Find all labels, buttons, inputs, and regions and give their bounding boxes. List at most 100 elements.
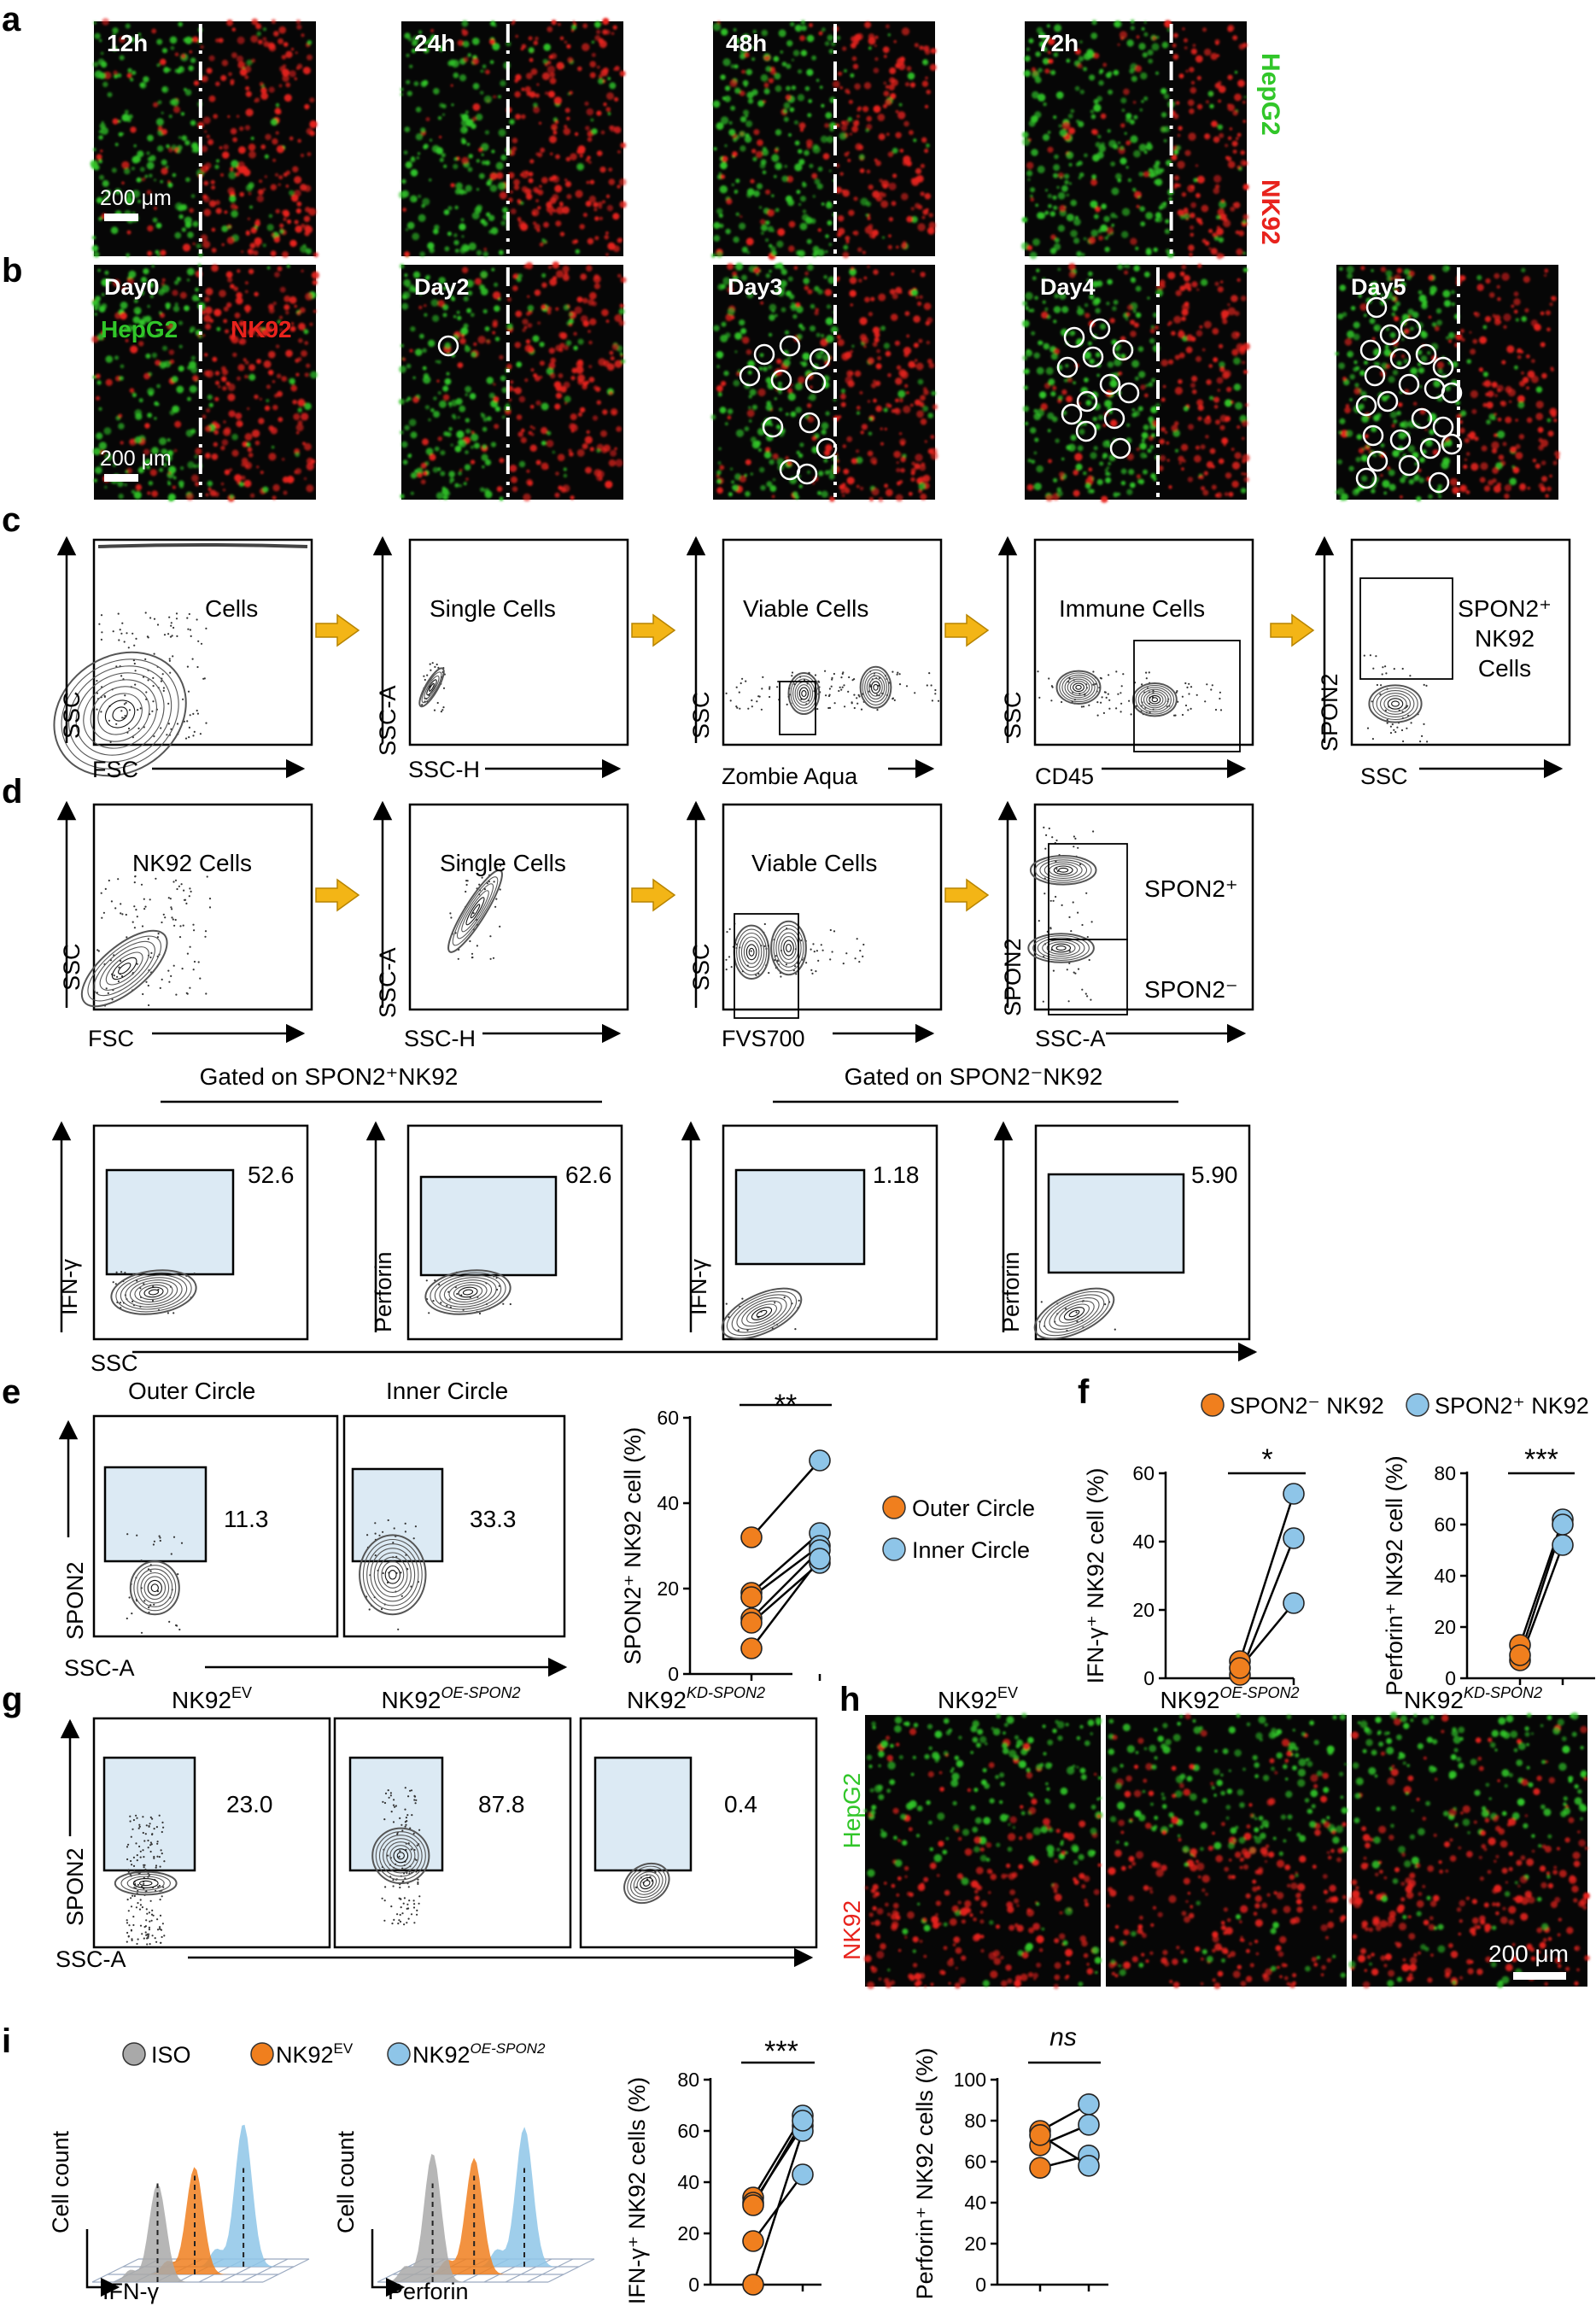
nk92-cell <box>260 328 269 337</box>
x-axis-label: Zombie Aqua <box>722 764 858 789</box>
nk92-cell <box>227 393 236 401</box>
nk92-cell <box>602 67 609 73</box>
hepg2-cell <box>740 53 746 60</box>
hepg2-cell <box>494 337 500 342</box>
nk92-cell <box>930 452 938 460</box>
nk92-cell <box>1181 316 1186 321</box>
hepg2-cell <box>607 112 611 115</box>
hepg2-cell <box>821 334 825 337</box>
nk92-cell <box>1394 289 1400 293</box>
nk92-cell <box>185 493 194 501</box>
hepg2-cell <box>410 326 416 332</box>
nk92-cell <box>906 215 913 223</box>
nk92-cell <box>868 184 874 190</box>
hepg2-cell <box>112 33 116 37</box>
nk92-cell <box>1491 441 1500 450</box>
nk92-cell <box>294 305 297 308</box>
hepg2-cell <box>787 276 793 282</box>
hepg2-cell <box>1033 483 1042 491</box>
nk92-cell <box>409 348 413 353</box>
nk92-cell <box>875 160 881 167</box>
nk92-cell <box>923 302 932 311</box>
contour-line <box>1051 943 1072 953</box>
hepg2-cell <box>1087 394 1090 397</box>
event-dot <box>448 1298 451 1301</box>
hepg2-cell <box>97 333 104 341</box>
event-dot <box>1366 727 1370 729</box>
nk92-cell <box>552 261 559 269</box>
hepg2-cell <box>184 305 190 312</box>
nk92-cell <box>847 380 855 388</box>
event-dot <box>1380 684 1383 687</box>
nk92-cell <box>168 471 172 475</box>
nk92-cell <box>1469 331 1472 334</box>
nk92-cell <box>895 494 903 502</box>
nk92-cell <box>900 371 909 379</box>
hepg2-cell <box>1050 70 1056 75</box>
event-dot <box>442 687 446 689</box>
nk92-cell <box>283 490 288 495</box>
contour-line <box>434 1274 502 1310</box>
event-dot <box>476 945 479 947</box>
hepg2-cell <box>161 85 169 93</box>
hepg2-cell <box>414 469 418 473</box>
hepg2-cell <box>118 120 121 123</box>
event-dot <box>807 699 810 702</box>
nk92-cell <box>881 192 886 197</box>
nk92-cell <box>248 329 255 337</box>
hepg2-cell <box>216 326 221 331</box>
hepg2-cell <box>1061 306 1069 313</box>
hepg2-cell <box>806 470 811 475</box>
nk92-cell <box>1194 454 1201 463</box>
nk92-cell <box>567 56 574 63</box>
hepg2-cell <box>410 169 418 177</box>
nk92-cell <box>304 341 309 345</box>
hepg2-cell <box>133 299 138 303</box>
nk92-cell <box>1474 312 1480 318</box>
event-dot <box>149 617 152 619</box>
event-dot <box>1379 693 1382 695</box>
nk92-cell <box>540 147 546 153</box>
hepg2-cell <box>800 20 806 25</box>
hepg2-cell <box>231 433 238 441</box>
hepg2-cell <box>787 393 796 401</box>
nk92-cell <box>305 292 313 301</box>
nk92-cell <box>1503 313 1511 322</box>
nk92-cell <box>529 159 535 164</box>
day-label: Day5 <box>1351 274 1406 300</box>
hepg2-cell <box>174 231 182 239</box>
hepg2-cell <box>190 194 196 198</box>
nk92-cell <box>519 223 529 231</box>
hepg2-cell <box>1025 291 1033 301</box>
nk92-cell <box>921 137 927 143</box>
hepg2-cell <box>1361 475 1368 482</box>
nk92-cell <box>1344 407 1351 414</box>
nk92-cell <box>851 266 854 271</box>
nk92-cell <box>910 207 915 211</box>
hepg2-cell <box>114 143 119 147</box>
hepg2-cell <box>728 129 736 136</box>
event-dot <box>725 1302 728 1305</box>
nk92-cell <box>228 410 236 418</box>
hepg2-cell <box>1021 132 1029 138</box>
nk92-cell <box>205 453 210 459</box>
event-dot <box>757 695 760 698</box>
hepg2-cell <box>172 405 180 413</box>
nk92-cell <box>582 443 588 449</box>
hepg2-cell <box>245 184 253 191</box>
nk92-cell <box>264 405 271 411</box>
hepg2-cell <box>750 472 753 476</box>
event-dot <box>1214 708 1218 711</box>
hepg2-cell <box>132 190 140 198</box>
hepg2-cell <box>266 399 270 402</box>
hepg2-cell <box>433 396 437 401</box>
hepg2-cell <box>422 366 427 371</box>
event-dot <box>1085 892 1088 894</box>
hepg2-cell <box>453 72 459 79</box>
nk92-cell <box>874 44 877 47</box>
hepg2-cell <box>262 27 267 32</box>
hepg2-cell <box>1090 109 1095 114</box>
nk92-cell <box>214 423 220 430</box>
nk92-cell <box>920 163 925 168</box>
hepg2-cell <box>403 150 408 155</box>
